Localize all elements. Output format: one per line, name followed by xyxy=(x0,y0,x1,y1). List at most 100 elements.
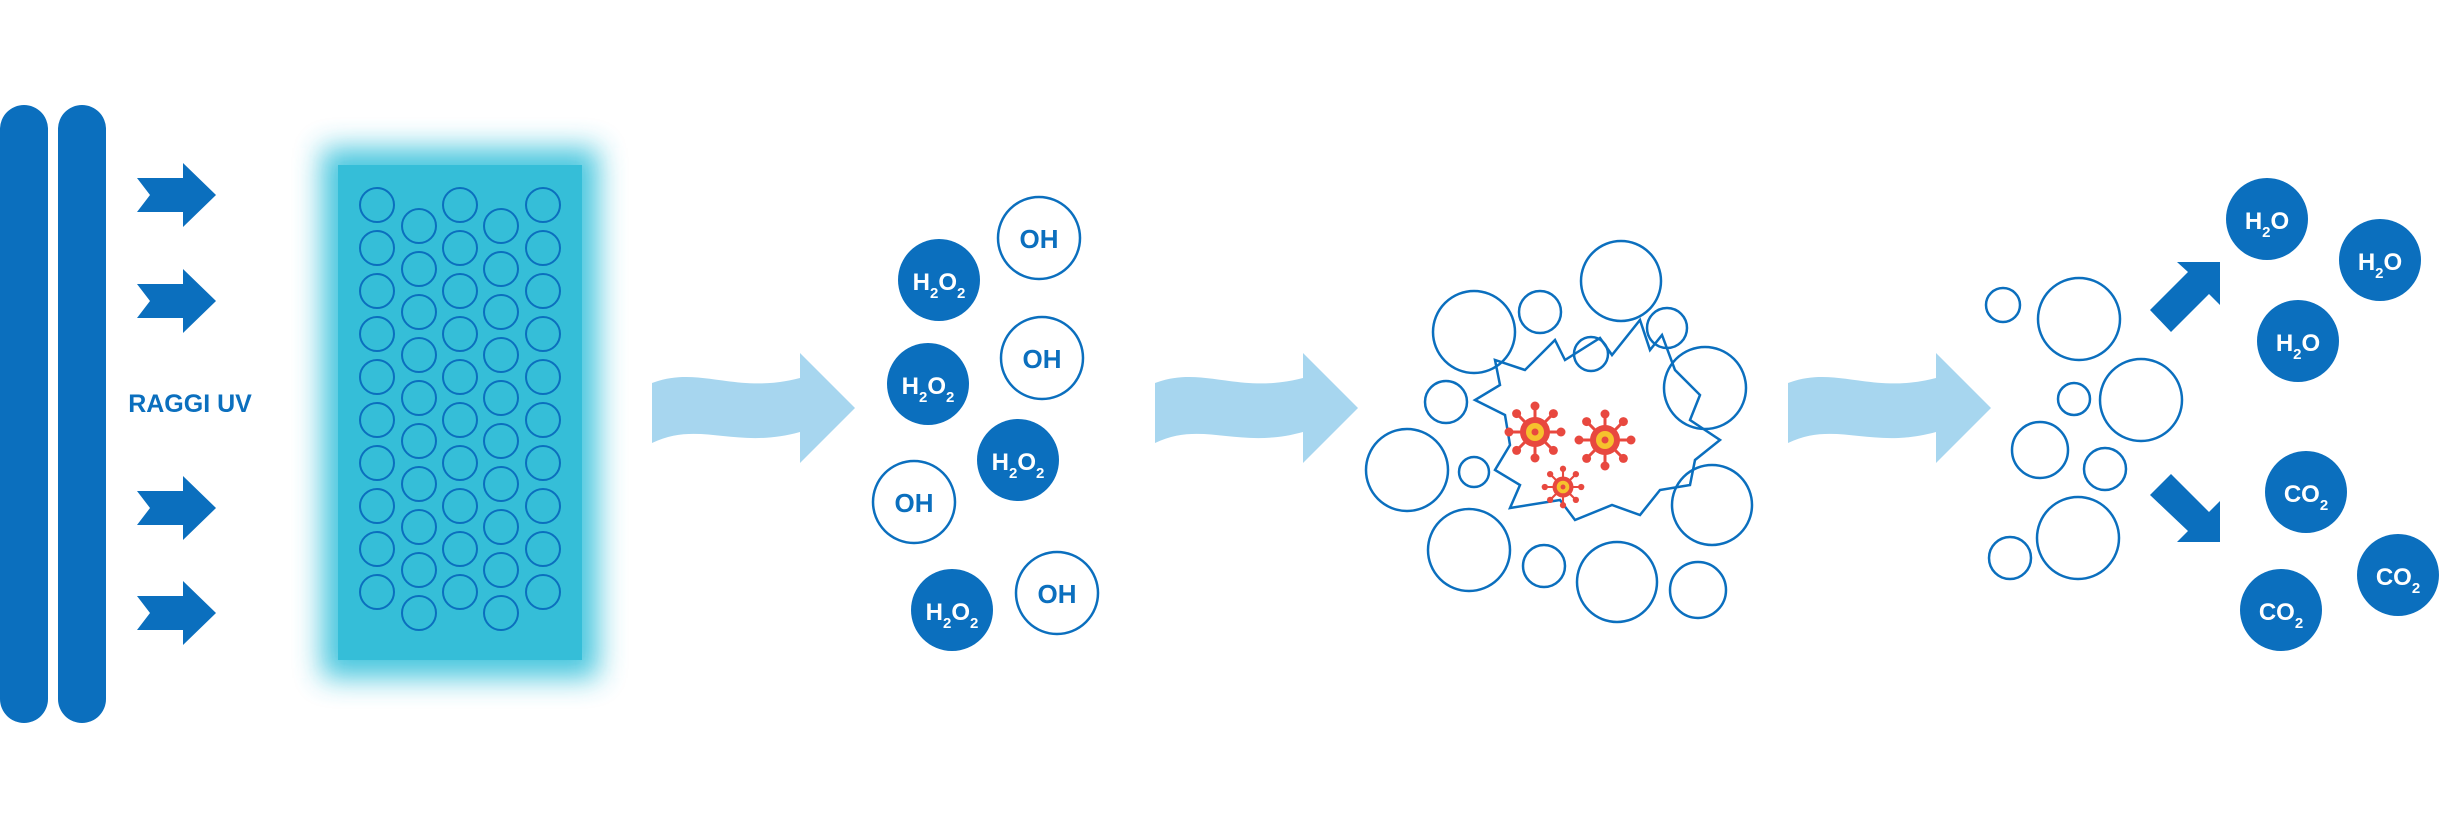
filter-cell xyxy=(442,402,478,438)
filter-cell xyxy=(401,466,437,502)
molecule-co2: CO2 xyxy=(2357,534,2439,616)
filter-cell xyxy=(359,574,395,610)
filter-cell xyxy=(483,552,519,588)
molecule-co2: CO2 xyxy=(2265,451,2347,533)
filter-cell xyxy=(483,595,519,631)
burst-outline xyxy=(1472,317,1723,522)
filter-cell xyxy=(442,531,478,567)
filter-cell xyxy=(525,445,561,481)
filter-cell xyxy=(483,380,519,416)
filter-cell xyxy=(442,273,478,309)
filter-cell xyxy=(483,423,519,459)
filter-cell xyxy=(483,294,519,330)
filter-cell xyxy=(442,316,478,352)
right-arrow-icon xyxy=(137,269,216,333)
svg-text:OH: OH xyxy=(1038,579,1077,609)
output-arrows xyxy=(2150,262,2220,542)
filter-cell xyxy=(401,380,437,416)
filter-cell-grid xyxy=(359,187,561,631)
filter-cell xyxy=(442,230,478,266)
filter-cell xyxy=(401,423,437,459)
right-arrow-icon xyxy=(137,476,216,540)
svg-text:H2O2: H2O2 xyxy=(992,449,1045,482)
filter-cell xyxy=(525,316,561,352)
filter-cell xyxy=(359,445,395,481)
filter-cell xyxy=(359,273,395,309)
virus-icon xyxy=(1574,409,1636,471)
molecule-oh: OH xyxy=(999,315,1085,401)
svg-text:CO2: CO2 xyxy=(2284,481,2328,514)
filter-cell xyxy=(359,359,395,395)
diagonal-arrow-icon xyxy=(2150,474,2220,542)
filter-cell xyxy=(401,552,437,588)
svg-text:H2O: H2O xyxy=(2358,249,2402,282)
filter-cell xyxy=(359,488,395,524)
filter-cell xyxy=(401,509,437,545)
virus-icon xyxy=(1541,465,1585,509)
wave-arrows xyxy=(652,353,1991,463)
molecule-h2o2: H2O2 xyxy=(887,343,969,425)
h2o-outputs: H2O H2O H2O xyxy=(2226,178,2421,382)
svg-text:H2O: H2O xyxy=(2276,330,2320,363)
filter-cell xyxy=(442,445,478,481)
svg-text:H2O2: H2O2 xyxy=(913,269,966,302)
filter-cell xyxy=(525,488,561,524)
molecule-h2o: H2O xyxy=(2226,178,2308,260)
wave-arrow-icon xyxy=(1155,353,1358,463)
uv-lamp-bar-icon xyxy=(0,105,48,723)
molecule-oh: OH xyxy=(1014,550,1100,636)
molecule-h2o: H2O xyxy=(2339,219,2421,301)
filter-cell xyxy=(401,294,437,330)
svg-text:H2O: H2O xyxy=(2245,208,2289,241)
svg-text:OH: OH xyxy=(1020,224,1059,254)
molecule-h2o: H2O xyxy=(2257,300,2339,382)
svg-text:CO2: CO2 xyxy=(2259,599,2303,632)
filter-cell xyxy=(359,531,395,567)
virus-icon xyxy=(1504,401,1566,463)
molecule-h2o2: H2O2 xyxy=(977,419,1059,501)
filter-cell xyxy=(359,402,395,438)
filter-cell xyxy=(525,402,561,438)
filter-cell xyxy=(442,574,478,610)
filter-cell xyxy=(401,595,437,631)
filter-cell xyxy=(525,187,561,223)
co2-outputs: CO2 CO2 CO2 xyxy=(2240,451,2439,651)
filter-cell xyxy=(525,273,561,309)
uv-label: RAGGI UV xyxy=(128,390,252,418)
filter-cell xyxy=(359,230,395,266)
filter-cell xyxy=(442,359,478,395)
svg-text:H2O2: H2O2 xyxy=(926,599,979,632)
filter-cell xyxy=(525,359,561,395)
filter-cell xyxy=(483,208,519,244)
molecule-h2o2: H2O2 xyxy=(911,569,993,651)
molecule-oh: OH xyxy=(871,459,957,545)
wave-arrow-icon xyxy=(652,353,855,463)
uv-arrows xyxy=(137,163,216,645)
photocatalytic-filter xyxy=(322,148,598,678)
filter-cell xyxy=(483,509,519,545)
filter-cell xyxy=(401,337,437,373)
filter-cell xyxy=(525,230,561,266)
oxidation-stage xyxy=(1364,239,1754,624)
filter-cell xyxy=(442,187,478,223)
uv-lamp xyxy=(0,105,106,723)
right-arrow-icon xyxy=(137,581,216,645)
molecule-oh: OH xyxy=(996,195,1082,281)
filter-cell xyxy=(401,251,437,287)
filter-cell xyxy=(401,208,437,244)
svg-text:H2O2: H2O2 xyxy=(902,373,955,406)
filter-cell xyxy=(359,187,395,223)
filter-cell xyxy=(483,337,519,373)
output-stage-bubbles xyxy=(1984,276,2184,581)
filter-cell xyxy=(525,574,561,610)
wave-arrow-icon xyxy=(1788,353,1991,463)
radicals-cluster: OH OH OH OH H2O2 H2O2 H2O2 H2O2 xyxy=(871,195,1100,651)
uv-lamp-bar-icon xyxy=(58,105,106,723)
molecule-h2o2: H2O2 xyxy=(898,239,980,321)
filter-cell xyxy=(525,531,561,567)
right-arrow-icon xyxy=(137,163,216,227)
filter-cell xyxy=(442,488,478,524)
filter-cell xyxy=(483,466,519,502)
filter-cell xyxy=(483,251,519,287)
